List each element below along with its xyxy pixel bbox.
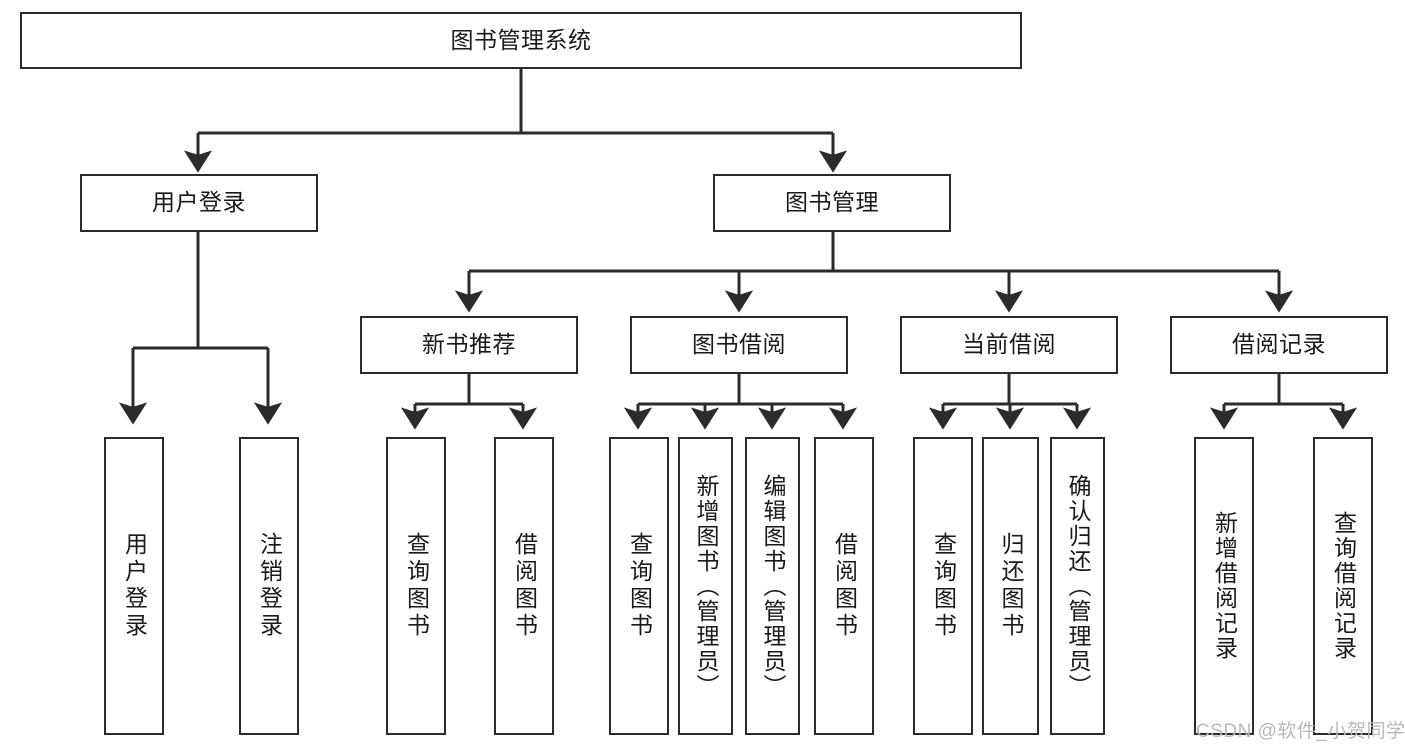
node-leaf-bookborrow-borrow-book[interactable]: 借阅图书 [814, 437, 874, 735]
node-label: 图书管理系统 [450, 26, 592, 53]
node-label: 借阅图书 [511, 532, 538, 640]
node-label: 新增图书（管理员） [693, 473, 719, 699]
node-label: 归还图书 [998, 532, 1024, 640]
node-book-borrow[interactable]: 图书借阅 [630, 316, 848, 374]
node-label: 编辑图书（管理员） [760, 473, 786, 699]
node-root-system[interactable]: 图书管理系统 [20, 12, 1022, 69]
node-label: 借阅记录 [1232, 331, 1326, 358]
node-leaf-bookborrow-add-book-admin[interactable]: 新增图书（管理员） [678, 437, 733, 735]
node-label: 新增借阅记录 [1211, 511, 1238, 661]
node-label: 确认归还（管理员） [1065, 473, 1091, 699]
node-label: 查询图书 [930, 532, 957, 640]
node-leaf-currentborrow-confirm-return-admin[interactable]: 确认归还（管理员） [1050, 437, 1105, 735]
node-leaf-currentborrow-return-book[interactable]: 归还图书 [982, 437, 1039, 735]
node-leaf-currentborrow-query-book[interactable]: 查询图书 [913, 437, 973, 735]
node-label: 图书管理 [785, 189, 879, 216]
node-label: 查询图书 [403, 532, 430, 640]
node-current-borrow[interactable]: 当前借阅 [900, 316, 1118, 374]
node-leaf-bookborrow-edit-book-admin[interactable]: 编辑图书（管理员） [745, 437, 800, 735]
node-label: 用户登录 [152, 189, 246, 216]
node-user-login[interactable]: 用户登录 [80, 174, 318, 232]
node-label: 查询图书 [626, 532, 653, 640]
node-label: 当前借阅 [962, 331, 1056, 358]
node-leaf-borrowrecord-query-record[interactable]: 查询借阅记录 [1313, 437, 1373, 735]
node-label: 新书推荐 [422, 331, 516, 358]
csdn-watermark: CSDN @软件_小贺同学 [1196, 721, 1405, 742]
node-leaf-borrowrecord-add-record[interactable]: 新增借阅记录 [1194, 437, 1254, 735]
node-leaf-user-login-signout[interactable]: 注销登录 [239, 437, 299, 735]
node-label: 注销登录 [256, 532, 283, 640]
node-label: 借阅图书 [831, 532, 858, 640]
node-label: 用户登录 [121, 532, 148, 640]
node-leaf-newbook-borrow-book[interactable]: 借阅图书 [494, 437, 554, 735]
node-new-book-recommend[interactable]: 新书推荐 [360, 316, 578, 374]
node-book-management[interactable]: 图书管理 [713, 174, 951, 232]
node-leaf-newbook-query-book[interactable]: 查询图书 [386, 437, 446, 735]
node-label: 图书借阅 [692, 331, 786, 358]
node-borrow-record[interactable]: 借阅记录 [1170, 316, 1388, 374]
node-leaf-user-login-signin[interactable]: 用户登录 [104, 437, 164, 735]
node-leaf-bookborrow-query-book[interactable]: 查询图书 [609, 437, 669, 735]
node-label: 查询借阅记录 [1330, 511, 1357, 661]
